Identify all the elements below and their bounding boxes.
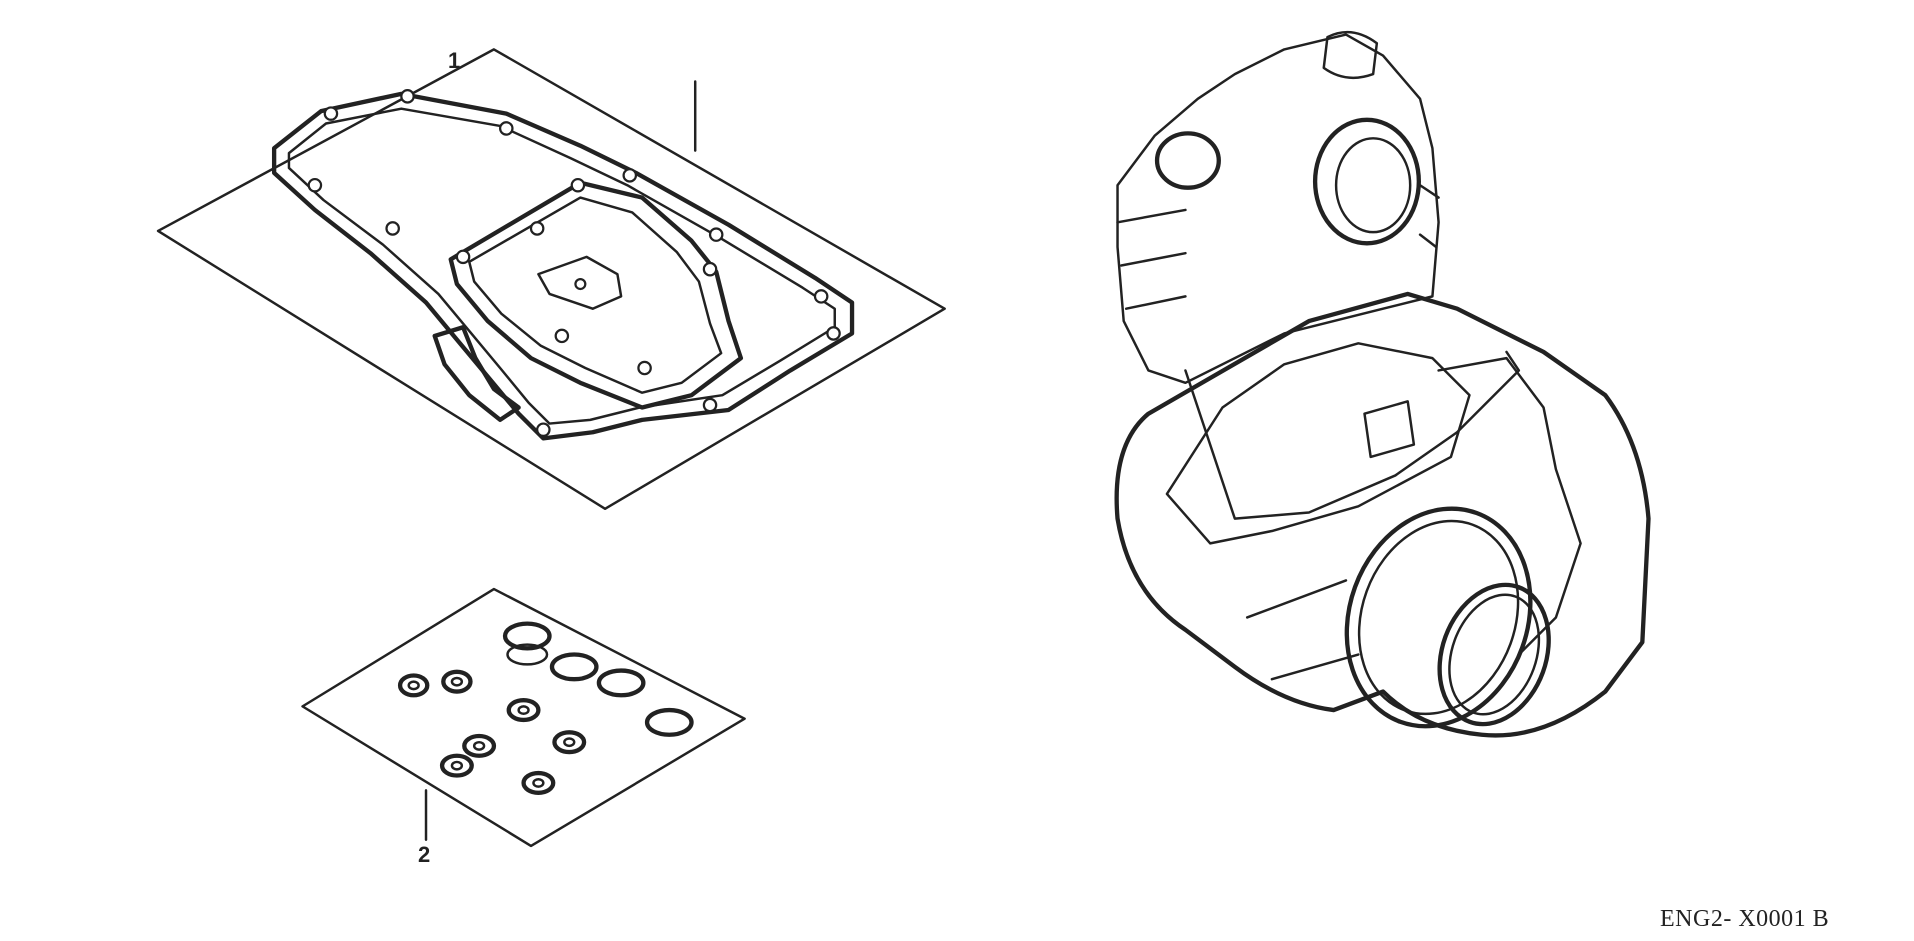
gasket-kit-2-sheet xyxy=(301,587,746,848)
o-rings xyxy=(502,621,694,737)
engine-illustration xyxy=(1114,30,1651,738)
diagram-code: ENG2- X0001 B xyxy=(1660,906,1830,932)
oil-seals xyxy=(397,669,587,795)
callout-1: 1 xyxy=(448,48,461,73)
bolt-holes xyxy=(307,89,841,438)
gasket-kit-1-sheet xyxy=(156,48,946,511)
callout-2: 2 xyxy=(418,842,431,867)
